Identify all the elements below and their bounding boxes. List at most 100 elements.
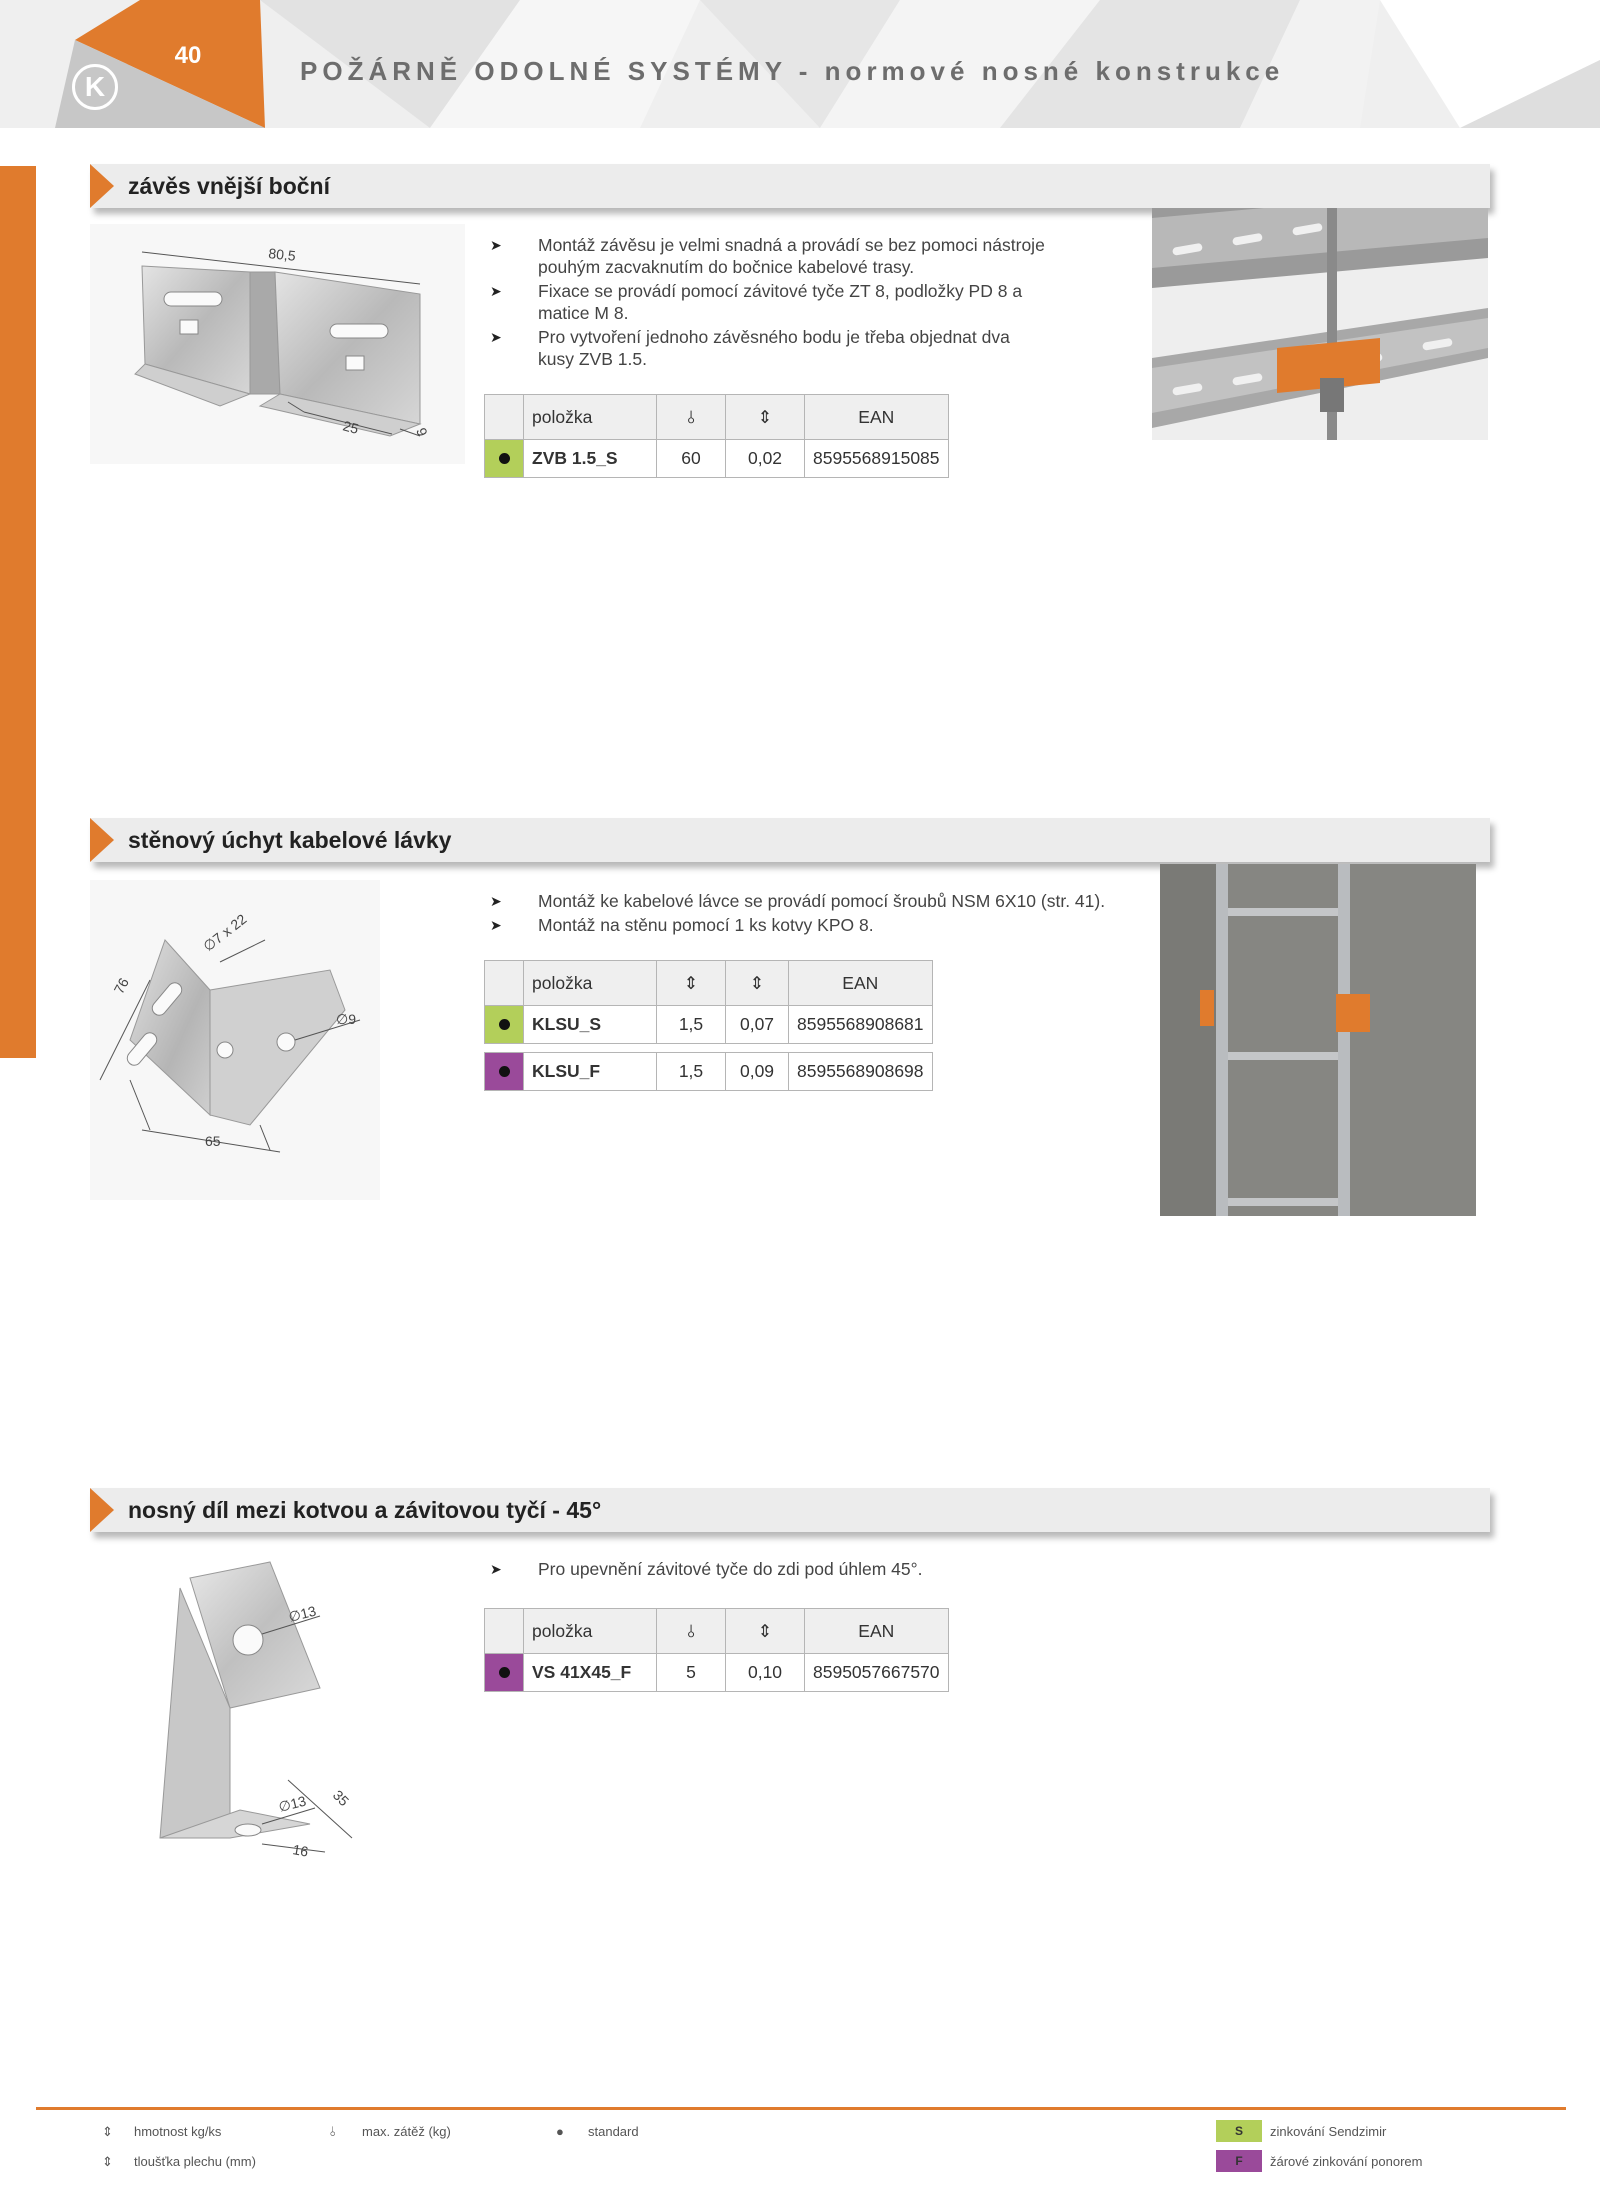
finish-swatch-s: S <box>1216 2120 1262 2142</box>
dimension-label: 35 <box>330 1787 352 1809</box>
weight-icon: ⇕ <box>102 2124 113 2139</box>
column-header: EAN <box>804 1608 949 1654</box>
finish-swatch <box>484 439 524 478</box>
dimension-label: 16 <box>291 1841 309 1859</box>
legend-label: hmotnost kg/ks <box>134 2124 222 2139</box>
column-header: položka <box>523 394 657 440</box>
weight-icon: ⇕ <box>725 1608 805 1654</box>
arrow-icon: ➤ <box>490 283 502 299</box>
arrow-icon: ➤ <box>490 1561 502 1577</box>
section-title: stěnový úchyt kabelové lávky <box>128 827 452 853</box>
product-table-3: položka ⫰ ⇕ EAN VS 41X45_F 5 0,10 859505… <box>484 1608 949 1692</box>
product-code: VS 41X45_F <box>523 1653 657 1692</box>
product-drawing-klsu: ∅7 x 22 76 ∅9 65 <box>90 880 380 1200</box>
product-table-2: položka ⇕ ⇕ EAN KLSU_S 1,5 0,07 85955689… <box>484 960 933 1091</box>
weight-icon: ⇕ <box>725 960 789 1006</box>
max-load: 60 <box>656 439 726 478</box>
arrow-icon: ➤ <box>490 329 502 345</box>
arrow-icon: ➤ <box>490 893 502 909</box>
weight-icon: ⇕ <box>725 394 805 440</box>
dimension-label: 80,5 <box>268 245 297 264</box>
legend-label: max. zátěž (kg) <box>362 2124 451 2139</box>
load-icon: ⫰ <box>330 2124 336 2139</box>
product-code: ZVB 1.5_S <box>523 439 657 478</box>
table-header-row: položka ⫰ ⇕ EAN <box>484 394 949 440</box>
table-row: VS 41X45_F 5 0,10 8595057667570 <box>484 1653 949 1692</box>
finish-swatch <box>484 1653 524 1692</box>
bullet-list-3: ➤Pro upevnění závitové tyče do zdi pod ú… <box>490 1558 1150 1582</box>
logo-letter: K <box>84 71 106 102</box>
dimension-label: 76 <box>111 975 133 996</box>
product-drawing-vs: ∅13 35 ∅13 16 <box>90 1548 390 1888</box>
header-background <box>0 0 1600 128</box>
section-header-1: závěs vnější boční <box>90 164 1490 208</box>
dimension-label: 25 <box>341 417 360 437</box>
weight: 0,02 <box>725 439 805 478</box>
table-header-row: položka ⫰ ⇕ EAN <box>484 1608 949 1654</box>
dimension-label: ∅13 <box>287 1603 318 1625</box>
legend-label: tloušťka plechu (mm) <box>134 2154 256 2169</box>
weight: 0,09 <box>725 1052 789 1091</box>
ean-code: 8595568915085 <box>804 439 949 478</box>
section-header-3: nosný díl mezi kotvou a závitovou tyčí -… <box>90 1488 1490 1532</box>
product-table-1: položka ⫰ ⇕ EAN ZVB 1.5_S 60 0,02 859556… <box>484 394 949 478</box>
load-icon: ⫰ <box>656 1608 726 1654</box>
list-item: ➤Montáž závěsu je velmi snadná a provádí… <box>490 235 1045 277</box>
table-row: KLSU_F 1,5 0,09 8595568908698 <box>484 1052 933 1091</box>
section-marker <box>90 164 114 208</box>
section-title: nosný díl mezi kotvou a závitovou tyčí -… <box>128 1497 602 1523</box>
footer-divider <box>36 2107 1566 2110</box>
dimension-label: 65 <box>205 1133 221 1149</box>
ean-code: 8595568908698 <box>788 1052 933 1091</box>
list-item: ➤Montáž ke kabelové lávce se provádí pom… <box>490 891 1106 911</box>
list-item: ➤Montáž na stěnu pomocí 1 ks kotvy KPO 8… <box>490 915 874 935</box>
standard-dot-icon <box>498 1019 510 1030</box>
company-logo: K <box>72 64 118 110</box>
standard-dot-icon <box>498 1667 510 1678</box>
header-pattern <box>55 0 1600 128</box>
product-code: KLSU_S <box>523 1005 657 1044</box>
column-header: EAN <box>788 960 933 1006</box>
product-drawing-zvb: 80,5 25 9 <box>90 224 465 464</box>
section-marker <box>90 818 114 862</box>
weight: 0,07 <box>725 1005 789 1044</box>
finish-swatch <box>484 1052 524 1091</box>
dimension-label: ∅13 <box>277 1793 308 1815</box>
max-load: 5 <box>656 1653 726 1692</box>
thickness-icon: ⇕ <box>656 960 726 1006</box>
page-title: POŽÁRNĚ ODOLNÉ SYSTÉMY - normové nosné k… <box>300 56 1285 86</box>
list-item: ➤Pro vytvoření jednoho závěsného bodu je… <box>490 327 1010 369</box>
table-row: KLSU_S 1,5 0,07 8595568908681 <box>484 1005 933 1044</box>
sheet-thickness: 1,5 <box>656 1052 726 1091</box>
side-accent-bar <box>0 166 36 1058</box>
ean-code: 8595057667570 <box>804 1653 949 1692</box>
sheet-thickness: 1,5 <box>656 1005 726 1044</box>
dimension-label: 9 <box>413 426 431 439</box>
table-header-row: položka ⇕ ⇕ EAN <box>484 960 933 1006</box>
finish-label: zinkování Sendzimir <box>1270 2124 1387 2139</box>
list-item: ➤Pro upevnění závitové tyče do zdi pod ú… <box>490 1559 923 1579</box>
section-title: závěs vnější boční <box>128 173 330 199</box>
product-photo-klsu <box>1160 864 1476 1216</box>
product-photo-zvb <box>1152 208 1488 440</box>
arrow-icon: ➤ <box>490 917 502 933</box>
bullet-list-2: ➤Montáž ke kabelové lávce se provádí pom… <box>490 890 1150 938</box>
column-header: položka <box>523 1608 657 1654</box>
list-item: ➤Fixace se provádí pomocí závitové tyče … <box>490 281 1023 323</box>
standard-dot-icon: ● <box>556 2124 564 2139</box>
finish-swatch <box>484 1005 524 1044</box>
finish-label: žárové zinkování ponorem <box>1270 2154 1423 2169</box>
legend-label: standard <box>588 2124 639 2139</box>
dimension-label: ∅7 x 22 <box>200 911 250 955</box>
column-header: EAN <box>804 394 949 440</box>
section-header-2: stěnový úchyt kabelové lávky <box>90 818 1490 862</box>
load-icon: ⫰ <box>656 394 726 440</box>
column-header: položka <box>523 960 657 1006</box>
ean-code: 8595568908681 <box>788 1005 933 1044</box>
table-row: ZVB 1.5_S 60 0,02 8595568915085 <box>484 439 949 478</box>
product-code: KLSU_F <box>523 1052 657 1091</box>
finish-swatch-f: F <box>1216 2150 1262 2172</box>
weight: 0,10 <box>725 1653 805 1692</box>
standard-dot-icon <box>498 453 510 464</box>
arrow-icon: ➤ <box>490 237 502 253</box>
